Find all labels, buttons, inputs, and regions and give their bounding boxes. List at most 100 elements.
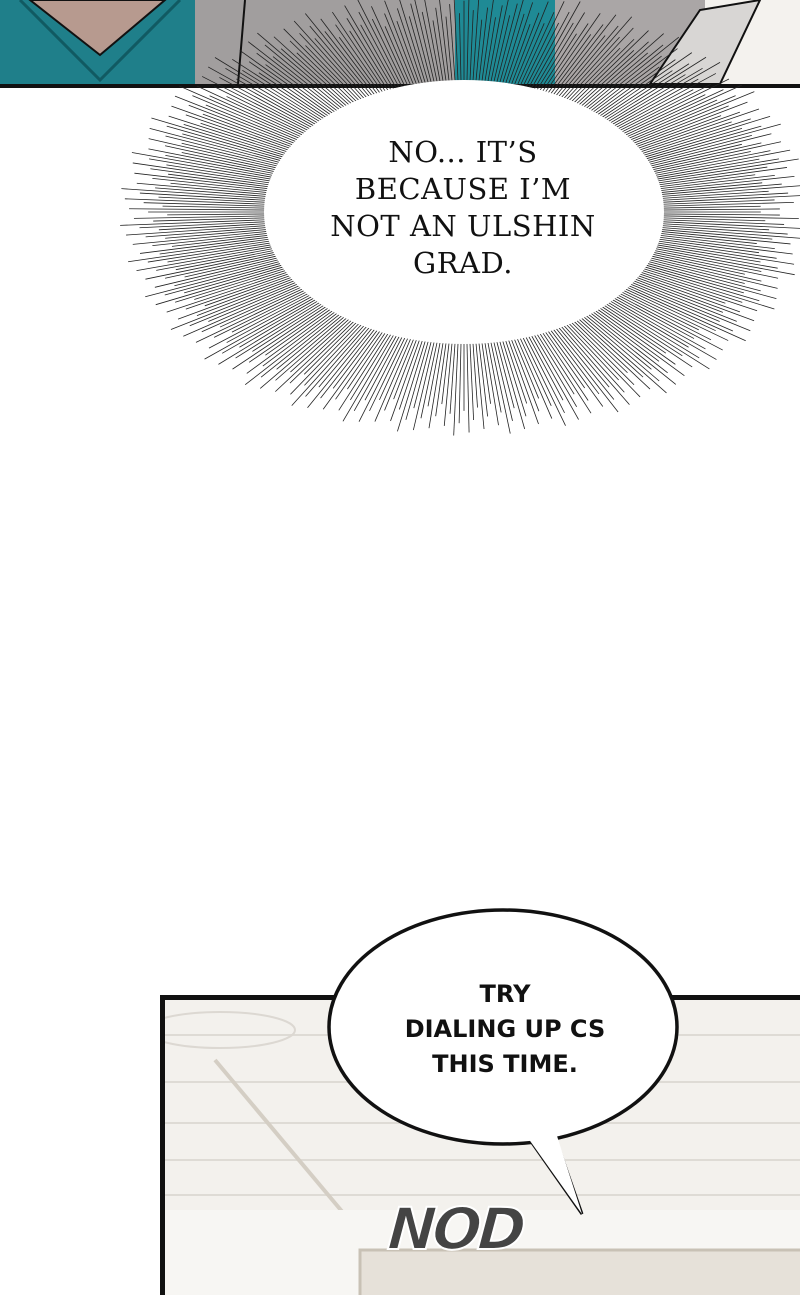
speech-bubble-body [327, 908, 679, 1146]
burst-spike [658, 221, 800, 229]
burst-spike [189, 280, 300, 327]
burst-spike [166, 125, 286, 161]
burst-spike [184, 254, 281, 278]
burst-spike [396, 8, 424, 87]
burst-spike [657, 226, 800, 239]
burst-spike [532, 331, 578, 408]
burst-spike [164, 252, 280, 279]
burst-spike [608, 297, 717, 360]
burst-spike [616, 83, 712, 133]
burst-spike [149, 127, 284, 164]
burst-spike [504, 2, 534, 87]
burst-spike [489, 0, 509, 86]
burst-spike [427, 339, 442, 407]
burst-spike [489, 338, 511, 434]
burst-spike [349, 330, 394, 401]
burst-spike [583, 44, 664, 112]
burst-spike [658, 199, 775, 205]
burst-spike [566, 47, 621, 104]
burst-spike [195, 288, 309, 343]
burst-spike [153, 217, 270, 222]
burst-spike [614, 292, 723, 351]
burst-spike [628, 280, 751, 332]
burst-spike [453, 339, 459, 436]
burst-spike [148, 138, 281, 170]
burst-spike [646, 256, 778, 289]
burst-spike [526, 332, 564, 401]
burst-spike [638, 268, 743, 303]
burst-spike [646, 143, 742, 168]
burst-spike [509, 336, 540, 412]
burst-spike [614, 89, 694, 132]
burst-spike [314, 38, 370, 101]
burst-spike [129, 208, 270, 211]
burst-spike [495, 338, 515, 409]
burst-spike [204, 273, 294, 307]
burst-spike [578, 315, 667, 394]
burst-spike [556, 25, 619, 100]
burst-spike [441, 339, 450, 405]
burst-spike [640, 128, 743, 159]
burst-spike [196, 85, 307, 138]
burst-spike [658, 213, 780, 216]
burst-spike [171, 105, 294, 151]
burst-spike [475, 19, 483, 85]
burst-spike [309, 25, 372, 100]
burst-spike [561, 36, 620, 102]
burst-spike [606, 67, 703, 126]
burst-spike [652, 158, 780, 181]
burst-spike [545, 34, 592, 97]
burst-spike [289, 318, 357, 384]
burst-spike [177, 275, 296, 320]
burst-spike [188, 104, 297, 147]
burst-spike [236, 78, 320, 127]
burst-spike [304, 321, 365, 386]
burst-spike [634, 273, 741, 313]
burst-spike [515, 23, 545, 89]
burst-spike [449, 4, 456, 85]
burst-spike [655, 174, 756, 188]
burst-spike [512, 335, 540, 399]
burst-spike [602, 56, 707, 123]
burst-spike [558, 16, 633, 101]
burst-spike [598, 70, 673, 120]
burst-spike [276, 312, 345, 370]
burst-spike [252, 302, 328, 352]
burst-spike [421, 11, 439, 86]
burst-spike [656, 175, 795, 192]
burst-spike [651, 247, 795, 276]
burst-spike [150, 168, 274, 186]
burst-spike [449, 339, 456, 414]
burst-spike [226, 96, 309, 136]
burst-spike [165, 228, 271, 239]
burst-spike [658, 205, 761, 209]
burst-spike [374, 335, 413, 422]
burst-spike [164, 261, 285, 296]
burst-spike [424, 0, 442, 85]
burst-spike [435, 339, 447, 417]
burst-spike [239, 50, 334, 118]
burst-spike [181, 142, 282, 168]
burst-spike [589, 48, 678, 115]
burst-spike [248, 61, 332, 119]
thought-text: NO... IT’S BECAUSE I’M NOT AN ULSHIN GRA… [313, 134, 613, 282]
burst-spike [624, 99, 718, 141]
burst-spike [399, 0, 427, 87]
burst-spike [529, 1, 581, 92]
burst-spike [639, 115, 771, 157]
burst-spike [658, 217, 766, 222]
burst-spike [639, 267, 775, 310]
burst-spike [342, 331, 396, 422]
burst-spike [654, 240, 777, 259]
burst-spike [648, 141, 782, 172]
burst-spike [420, 338, 439, 419]
burst-spike [235, 301, 326, 359]
burst-spike [458, 339, 462, 424]
burst-spike [133, 215, 270, 219]
burst-spike [145, 260, 284, 298]
burst-spike [483, 339, 499, 426]
burst-spike [167, 213, 270, 216]
burst-spike [472, 0, 480, 85]
burst-spike [213, 86, 310, 135]
burst-spike [655, 174, 775, 190]
